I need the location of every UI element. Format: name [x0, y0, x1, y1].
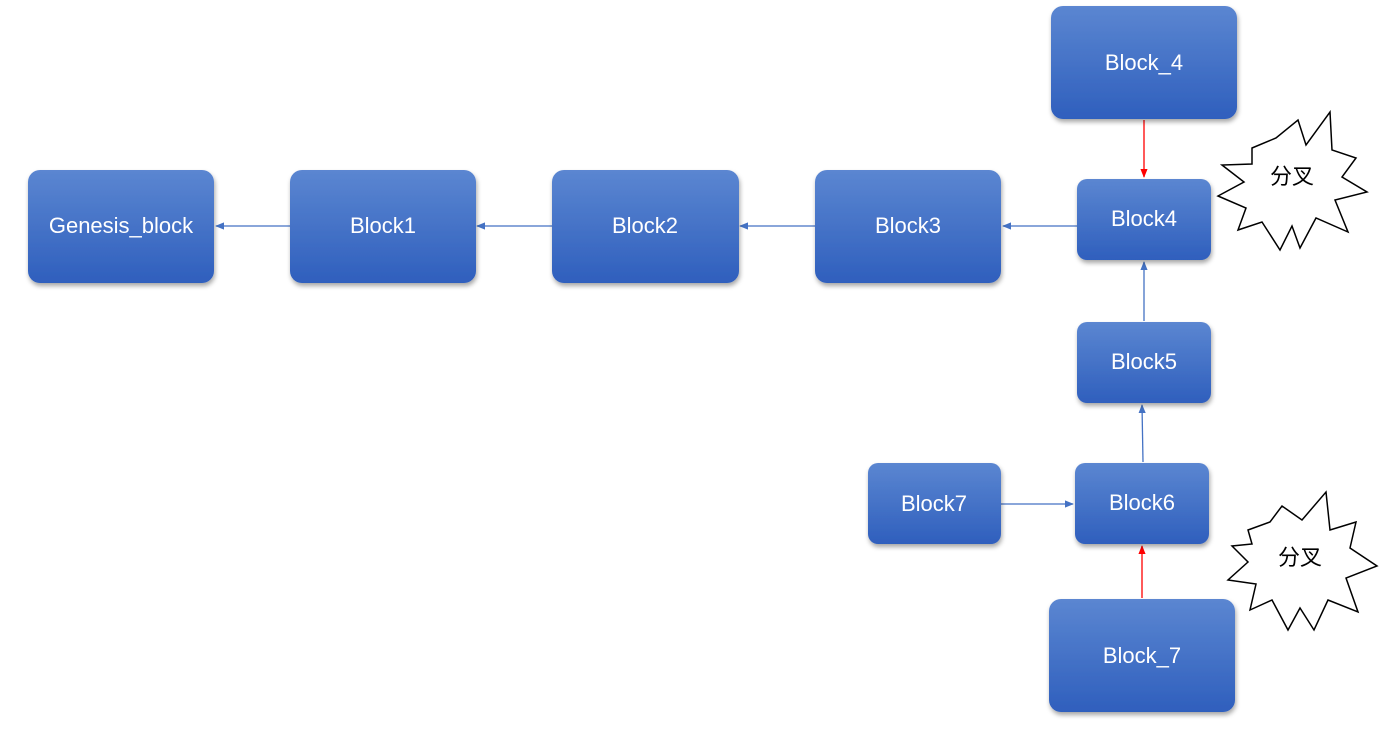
fork-label-top: 分叉 [1270, 165, 1314, 190]
block-4-label: Block4 [1111, 206, 1177, 231]
fork-burst-top: 分叉 [1216, 109, 1369, 252]
block-5: Block5 [1077, 322, 1211, 403]
fork-label-bottom: 分叉 [1278, 546, 1322, 571]
block-7: Block7 [868, 463, 1001, 544]
block-6-label: Block6 [1109, 490, 1175, 515]
block-1-label: Block1 [350, 213, 416, 238]
block-6: Block6 [1075, 463, 1209, 544]
block-1: Block1 [290, 170, 476, 283]
block-3-label: Block3 [875, 213, 941, 238]
block-7-fork: Block_7 [1049, 599, 1235, 712]
fork-burst-bottom: 分叉 [1226, 490, 1379, 632]
explosion-shape-bottom [1226, 490, 1379, 632]
block-genesis: Genesis_block [28, 170, 214, 283]
block-4-fork: Block_4 [1051, 6, 1237, 119]
block-3: Block3 [815, 170, 1001, 283]
block-7-fork-label: Block_7 [1103, 643, 1181, 668]
block-2: Block2 [552, 170, 739, 283]
block-7-label: Block7 [901, 491, 967, 516]
arrow-block6-to-block5 [1138, 404, 1146, 463]
block-genesis-label: Genesis_block [49, 213, 194, 238]
connectors [215, 120, 1148, 598]
block-4-fork-label: Block_4 [1105, 50, 1183, 75]
block-5-label: Block5 [1111, 349, 1177, 374]
block-2-label: Block2 [612, 213, 678, 238]
block-4: Block4 [1077, 179, 1211, 260]
explosion-shape-top [1216, 109, 1369, 252]
